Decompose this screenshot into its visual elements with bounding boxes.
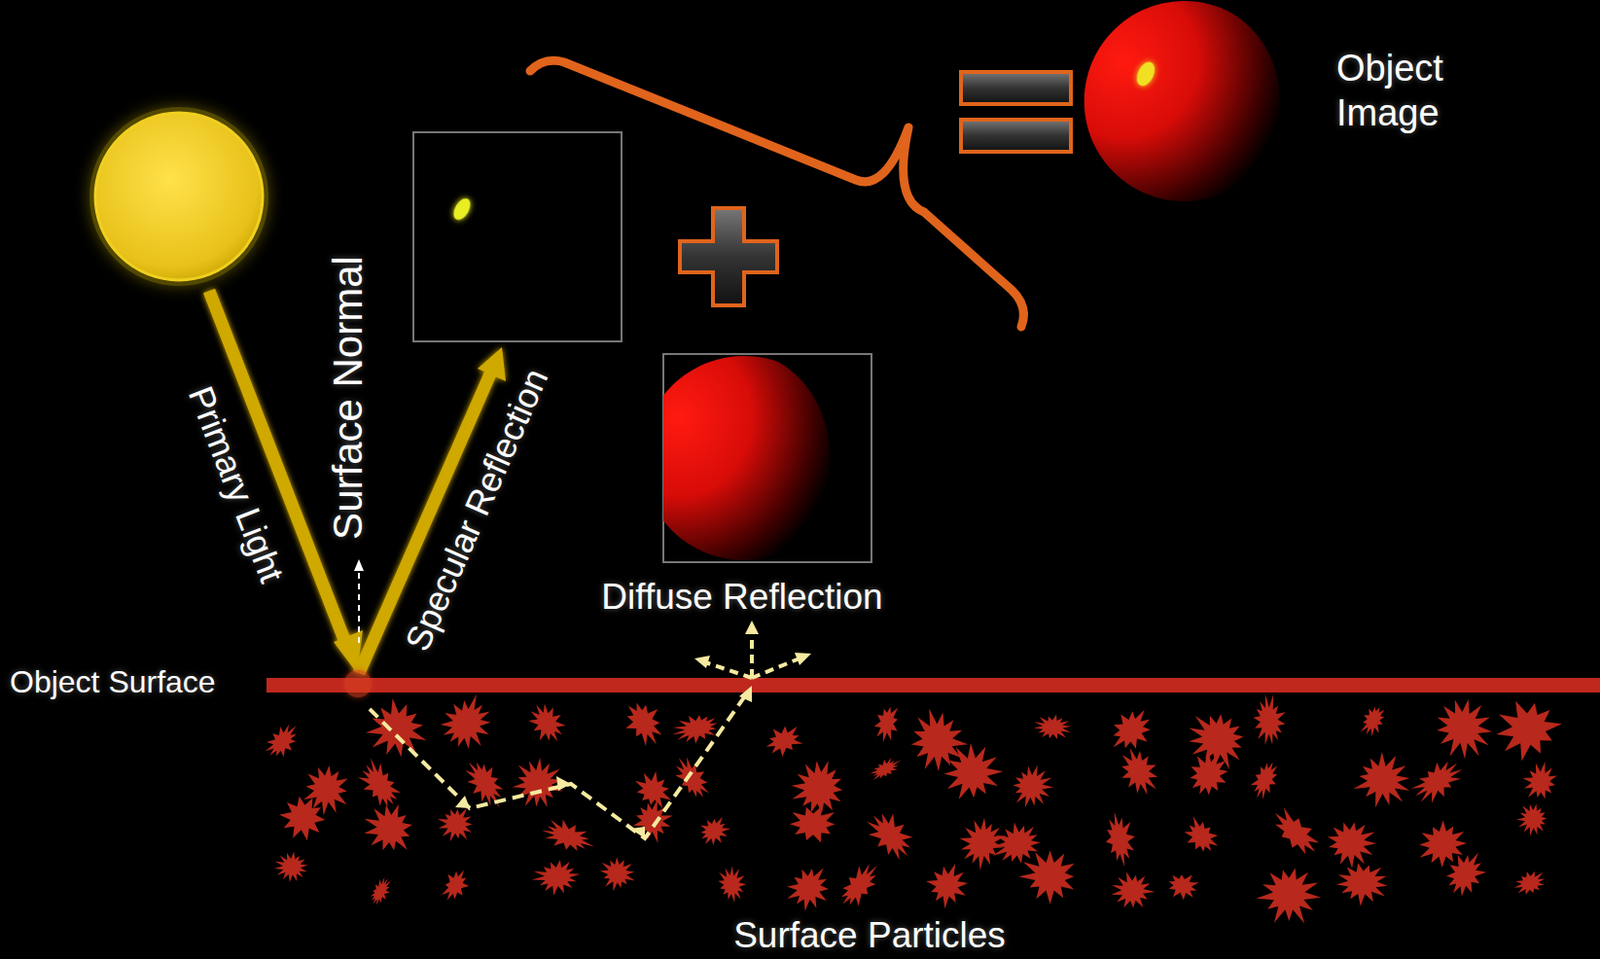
plus-sign: [679, 208, 778, 306]
particle: [761, 721, 806, 761]
particle: [1112, 741, 1165, 801]
particle: [1176, 811, 1224, 860]
particle: [1334, 860, 1388, 908]
particle: [1018, 850, 1074, 904]
particle: [272, 850, 310, 884]
particle: [616, 693, 674, 754]
particle: [523, 696, 572, 749]
particle: [530, 857, 583, 898]
particle: [436, 864, 475, 907]
curly-brace: [530, 60, 1024, 327]
diffuse-arrows: [705, 632, 800, 678]
particle: [984, 816, 1047, 874]
particle: [860, 804, 922, 868]
particle: [781, 856, 842, 919]
particle: [366, 874, 396, 909]
particle: [260, 717, 307, 765]
particle: [432, 686, 505, 759]
particle: [919, 855, 978, 916]
particle: [1032, 713, 1072, 741]
particle: [360, 693, 436, 767]
particle: [1356, 702, 1390, 740]
particle: [1249, 691, 1290, 747]
impact-point: [344, 670, 372, 698]
particle: [871, 704, 902, 746]
label: Object Image: [1336, 46, 1493, 136]
particle: [866, 751, 905, 783]
particle: [1324, 817, 1382, 873]
particle: [591, 848, 642, 899]
particle: [273, 789, 332, 849]
particle: [537, 814, 600, 860]
particle: [1004, 758, 1061, 817]
particle: [1246, 757, 1284, 803]
object-highlight: [1133, 59, 1158, 89]
label: Surface Particles: [733, 914, 1006, 958]
label: Primary Light: [179, 380, 294, 588]
particle: [1518, 757, 1560, 803]
equals-sign: [960, 71, 1071, 152]
label: Diffuse Reflection: [601, 575, 883, 619]
particle: [628, 764, 680, 813]
diffuse-heads: [694, 620, 812, 669]
particle: [1487, 687, 1570, 768]
scatter-heads: [455, 685, 752, 839]
particle: [1266, 802, 1326, 861]
scatter-path: [369, 690, 749, 839]
particle: [1181, 744, 1237, 803]
diffuse-sphere: [663, 355, 831, 561]
surface-normal: [354, 559, 364, 643]
particle: [694, 812, 735, 852]
particle: [1423, 687, 1506, 771]
particle: [359, 800, 417, 856]
particle: [715, 864, 749, 905]
particle: [930, 731, 1011, 811]
particle: [1406, 752, 1470, 811]
sun-glow: [89, 106, 269, 286]
particle: [1101, 809, 1140, 870]
particle: [789, 807, 836, 844]
particle: [1513, 800, 1549, 839]
particle: [351, 754, 405, 815]
particle: [500, 746, 573, 818]
particle: [832, 856, 888, 914]
particle: [1164, 868, 1201, 904]
surface-particles: [260, 686, 1570, 938]
object-surface: [266, 677, 1600, 693]
particle: [1438, 843, 1494, 903]
object-sphere: [1084, 0, 1280, 202]
particle: [1247, 853, 1330, 937]
particle: [431, 801, 482, 851]
particle: [1510, 867, 1548, 898]
label: Object Surface: [9, 663, 216, 701]
label: Surface Normal: [323, 255, 373, 540]
specular-image: [413, 132, 622, 342]
particle: [1350, 745, 1421, 818]
light-source: [95, 112, 263, 281]
highlight: [450, 195, 474, 223]
particle: [1107, 867, 1158, 913]
